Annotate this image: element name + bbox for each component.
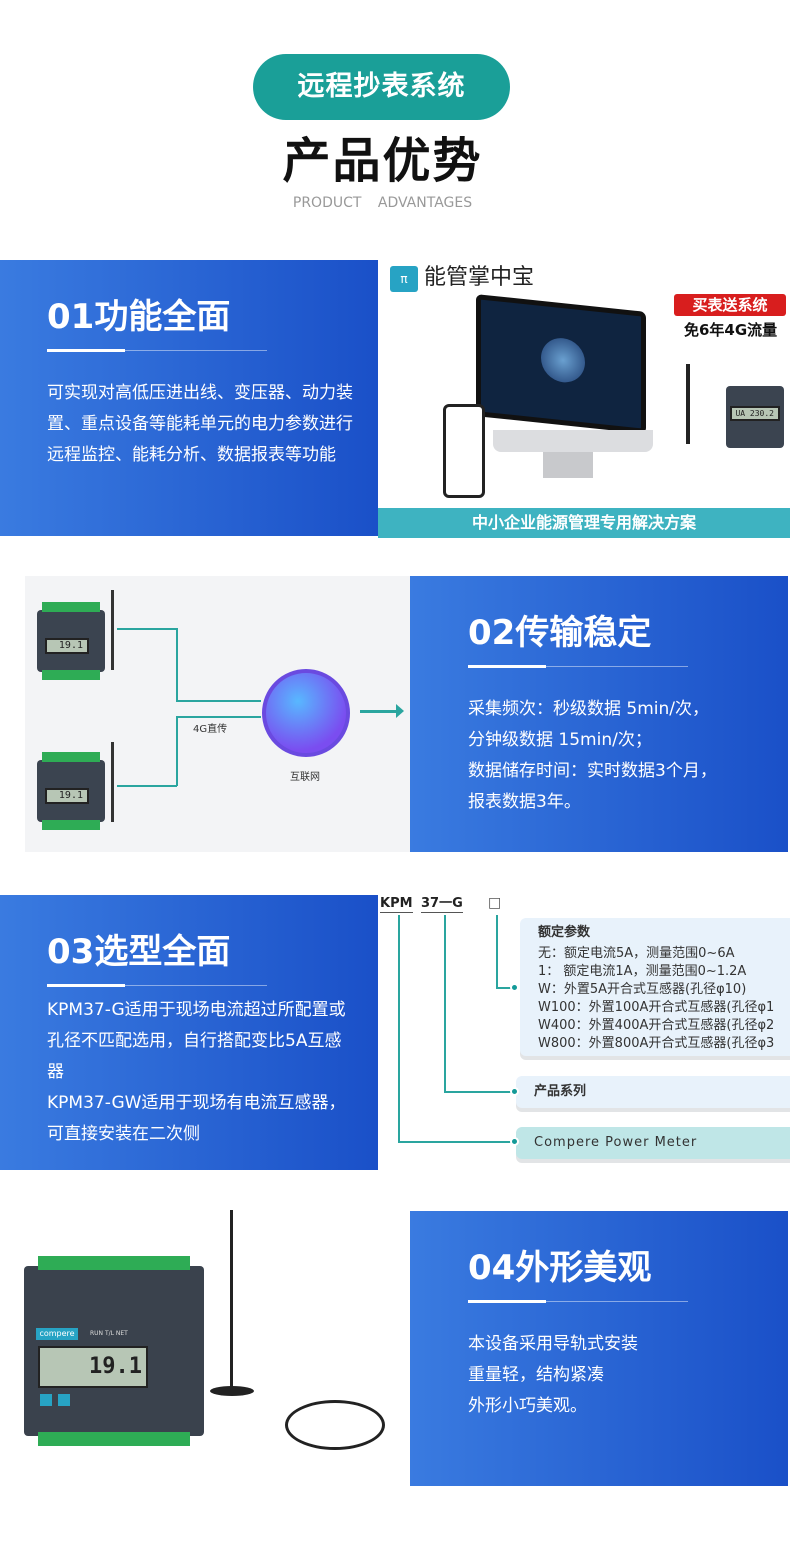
device-indicators: RUN T/L NET <box>90 1330 128 1337</box>
section-3-panel: 03选型全面 KPM37-G适用于现场电流超过所配置或孔径不匹配选用，自行搭配变… <box>0 895 378 1170</box>
divider <box>47 984 267 987</box>
brand-card: Compere Power Meter <box>516 1127 790 1159</box>
section-1-image: π 能管掌中宝 买表送系统 免6年4G流量 UA 230.2 中小企业能源管理专… <box>378 258 790 538</box>
antenna-icon <box>111 590 114 670</box>
text-line: 数据储存时间：实时数据3个月， <box>468 761 717 781</box>
page-subtitle: PRODUCT ADVANTAGES <box>292 195 473 211</box>
section-1-panel: 01功能全面 可实现对高低压进出线、变压器、动力装置、重点设备等能耗单元的电力参… <box>0 260 378 536</box>
internet-label: 互联网 <box>290 772 320 783</box>
monitor-chin <box>493 430 653 452</box>
cloud-logo-icon: π <box>390 266 418 292</box>
antenna-icon <box>230 1210 233 1390</box>
button-icon[interactable] <box>40 1394 52 1406</box>
divider <box>47 349 267 352</box>
rated-line: W：外置5A开合式互感器(孔径φ10) <box>538 982 747 997</box>
section-2-image: 19.1 19.1 4G直传 互联网 <box>25 576 410 852</box>
brand-name: 能管掌中宝 <box>424 265 535 290</box>
meter-display: UA 230.2 <box>730 406 780 421</box>
text-line: KPM37-GW适用于现场有电流互感器，可直接安装在二次侧 <box>47 1093 346 1144</box>
solution-banner: 中小企业能源管理专用解决方案 <box>378 508 790 538</box>
code-part-series: 37一G <box>421 896 463 913</box>
series-card: 产品系列 <box>516 1076 790 1108</box>
rated-line: W800：外置800A开合式互感器(孔径φ3 <box>538 1036 775 1051</box>
rated-title: 额定参数 <box>538 925 591 940</box>
header-pill: 远程抄表系统 <box>253 54 510 120</box>
text-line: KPM37-G适用于现场电流超过所配置或孔径不匹配选用，自行搭配变比5A互感器 <box>47 1000 346 1082</box>
section-3-title: 03选型全面 <box>47 932 231 972</box>
button-icon[interactable] <box>58 1394 70 1406</box>
section-3-text: KPM37-G适用于现场电流超过所配置或孔径不匹配选用，自行搭配变比5A互感器 … <box>47 995 357 1150</box>
rated-line: W400：外置400A开合式互感器(孔径φ2 <box>538 1018 775 1033</box>
monitor-image <box>476 294 646 434</box>
globe-icon <box>262 669 350 757</box>
phone-image <box>443 404 485 498</box>
text-line: 本设备采用导轨式安装 <box>468 1334 638 1354</box>
section-4-title: 04外形美观 <box>468 1248 652 1288</box>
antenna-base <box>210 1386 254 1396</box>
section-2-panel: 02传输稳定 采集频次：秒级数据 5min/次， 分钟级数据 15min/次； … <box>410 576 788 852</box>
rated-line: W100：外置100A开合式互感器(孔径φ1 <box>538 1000 775 1015</box>
monitor-stand <box>543 452 593 478</box>
section-2-title: 02传输稳定 <box>468 613 652 653</box>
text-line: 重量轻，结构紧凑 <box>468 1365 604 1385</box>
divider <box>468 665 688 668</box>
section-4-panel: 04外形美观 本设备采用导轨式安装 重量轻，结构紧凑 外形小巧美观。 <box>410 1211 788 1486</box>
rated-line: 无：额定电流5A，测量范围0~6A <box>538 946 735 961</box>
cable-image <box>285 1400 385 1450</box>
code-part-kpm: KPM <box>380 896 413 913</box>
rated-line: 1： 额定电流1A，测量范围0~1.2A <box>538 964 747 979</box>
link-label: 4G直传 <box>193 724 228 735</box>
arrow-right-icon <box>396 704 404 718</box>
divider <box>468 1300 688 1303</box>
section-2-text: 采集频次：秒级数据 5min/次， 分钟级数据 15min/次； 数据储存时间：… <box>468 694 778 818</box>
section-4-image: compere RUN T/L NET 19.1 <box>20 1210 390 1470</box>
antenna-icon <box>111 742 114 822</box>
rated-params-card: 额定参数 无：额定电流5A，测量范围0~6A 1： 额定电流1A，测量范围0~1… <box>520 918 790 1056</box>
text-line: 采集频次：秒级数据 5min/次， <box>468 699 710 719</box>
section-1-title: 01功能全面 <box>47 297 231 337</box>
text-line: 报表数据3年。 <box>468 792 581 812</box>
section-4-text: 本设备采用导轨式安装 重量轻，结构紧凑 外形小巧美观。 <box>468 1329 778 1422</box>
section-1-text: 可实现对高低压进出线、变压器、动力装置、重点设备等能耗单元的电力参数进行远程监控… <box>47 383 353 465</box>
code-part-option: □ <box>488 895 502 911</box>
text-line: 分钟级数据 15min/次； <box>468 730 652 750</box>
meter-display: 19.1 <box>45 638 89 654</box>
meter-display: 19.1 <box>38 1346 148 1388</box>
device-brand-logo: compere <box>36 1328 78 1340</box>
promo-text: 免6年4G流量 <box>684 321 778 339</box>
meter-display: 19.1 <box>45 788 89 804</box>
antenna-image <box>686 364 690 444</box>
page-title: 产品优势 <box>282 133 483 189</box>
text-line: 外形小巧美观。 <box>468 1396 587 1416</box>
promo-badge: 买表送系统 <box>674 294 786 316</box>
earth-graphic <box>541 335 585 385</box>
